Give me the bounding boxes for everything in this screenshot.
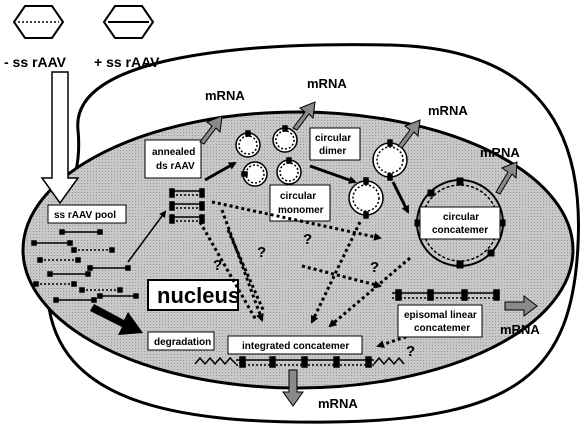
mrna-arrows bbox=[199, 101, 538, 407]
annealed-box bbox=[144, 139, 202, 179]
pool-to-annealed-arrow bbox=[127, 210, 167, 263]
circular-dimer-label-2: dimer bbox=[319, 146, 346, 157]
circular-monomers bbox=[235, 125, 302, 187]
circular-dimer-box bbox=[309, 127, 361, 161]
dimer-to-concatemer-arrow bbox=[391, 181, 410, 214]
mrna-label-6: mRNA bbox=[318, 396, 358, 411]
question-mark-2: ? bbox=[257, 244, 266, 261]
integrated-box bbox=[227, 335, 363, 355]
circular-monomer-box bbox=[269, 184, 331, 222]
circular-dimers bbox=[348, 139, 408, 219]
episomal-linear-concatemer bbox=[392, 289, 500, 301]
question-mark-5: ? bbox=[406, 343, 415, 360]
circular-monomer-label-1: circular bbox=[280, 191, 316, 202]
degradation-label: degradation bbox=[154, 337, 211, 348]
question-mark-3: ? bbox=[303, 231, 312, 248]
entry-arrow bbox=[40, 71, 80, 205]
question-mark-4: ? bbox=[370, 259, 379, 276]
circular-dimer-label-1: circular bbox=[315, 133, 351, 144]
circular-concatemer-label-2: concatemer bbox=[432, 225, 488, 236]
mrna-label-5: mRNA bbox=[500, 322, 540, 337]
degradation-box bbox=[147, 331, 215, 351]
integrated-label: integrated concatemer bbox=[242, 341, 349, 352]
nucleus-label: nucleus bbox=[157, 283, 240, 308]
circular-concatemer-box bbox=[419, 206, 501, 240]
episomal-label-2: concatemer bbox=[414, 323, 470, 334]
ss-raav-pool-box bbox=[47, 204, 127, 224]
plus-ss-raav-icon bbox=[102, 5, 155, 39]
question-mark-1: ? bbox=[213, 257, 222, 274]
minus-ss-raav-icon bbox=[12, 5, 65, 39]
nucleus-label-box bbox=[147, 279, 239, 311]
plus-ss-raav-label: + ss rAAV bbox=[94, 54, 160, 70]
episomal-box bbox=[397, 304, 483, 338]
dotted-pathway-arrows bbox=[198, 200, 413, 348]
ds-strands bbox=[169, 188, 205, 224]
annealed-label-2: ds rAAV bbox=[156, 161, 195, 172]
ss-strands bbox=[31, 229, 139, 303]
mrna-label-2: mRNA bbox=[307, 76, 347, 91]
circular-monomer-label-2: monomer bbox=[278, 205, 324, 216]
degradation-arrow bbox=[90, 304, 143, 335]
annealed-label-1: annealed bbox=[152, 147, 195, 158]
monomer-to-dimer-arrow bbox=[309, 164, 357, 184]
circular-concatemer-label-1: circular bbox=[443, 212, 479, 223]
mrna-label-1: mRNA bbox=[205, 88, 245, 103]
episomal-label-1: episomal linear bbox=[404, 310, 477, 321]
integrated-dna bbox=[194, 356, 405, 368]
ss-raav-pool-label: ss rAAV pool bbox=[54, 210, 116, 221]
mrna-label-4: mRNA bbox=[480, 145, 520, 160]
annealed-to-monomer-arrow bbox=[204, 161, 237, 182]
mrna-label-3: mRNA bbox=[428, 103, 468, 118]
minus-ss-raav-label: - ss rAAV bbox=[4, 54, 67, 70]
